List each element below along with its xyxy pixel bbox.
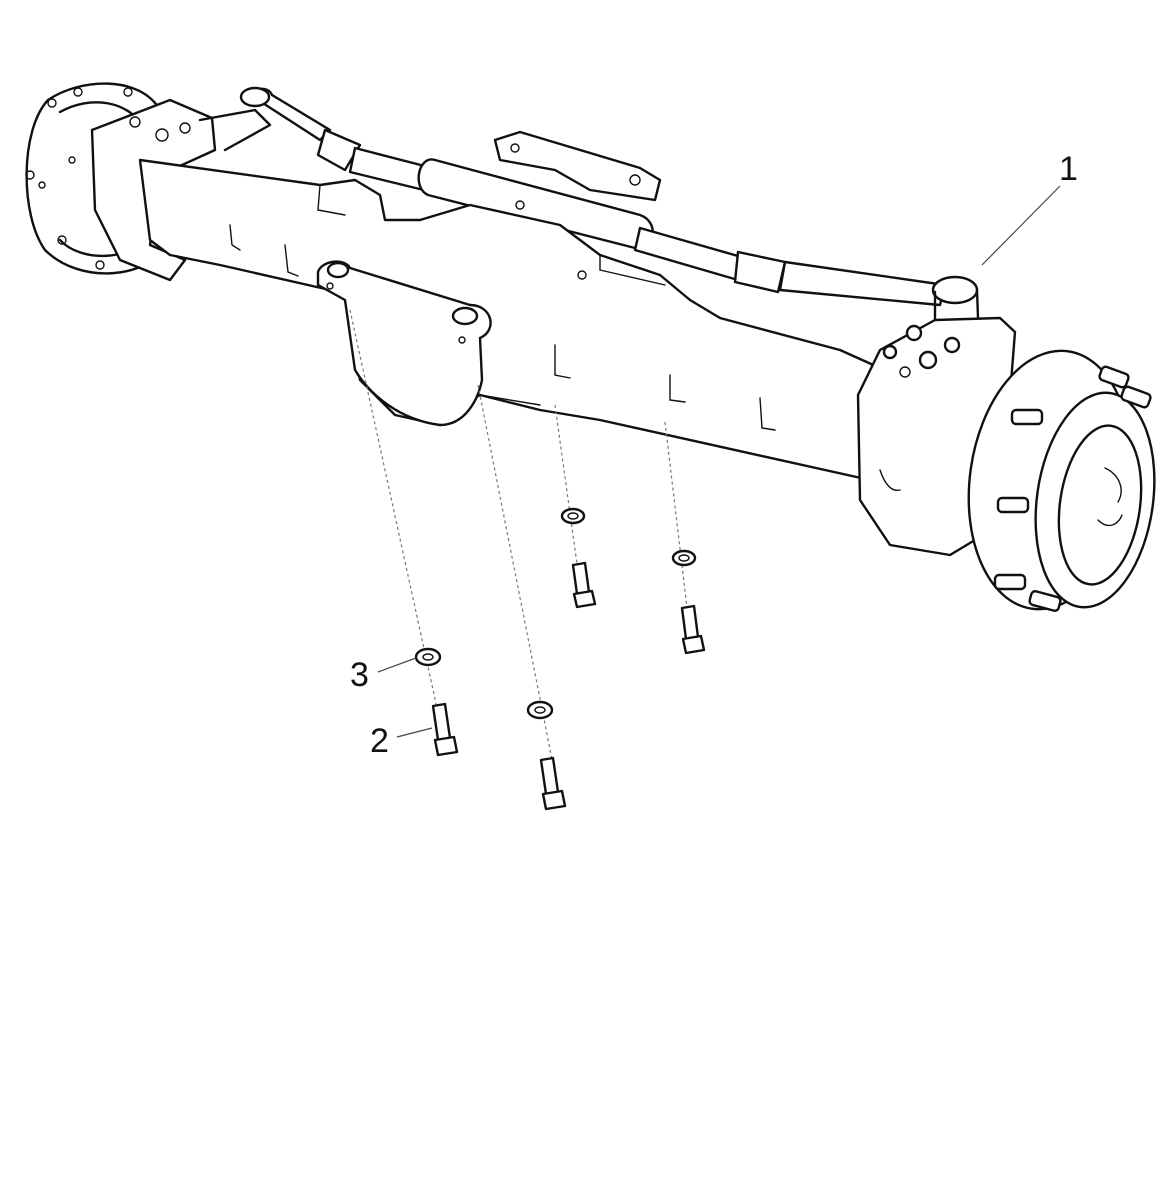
right-wheel-hub [967,349,1156,612]
washer [414,647,442,667]
washer [526,700,554,720]
callout-leaders [377,185,1061,738]
steering-cylinder [239,86,980,330]
leader-part-1 [981,185,1061,266]
callout-part-3: 3 [350,656,369,694]
bolts [431,561,706,811]
bolt [571,561,597,609]
callout-part-2: 2 [370,722,389,760]
washer [560,507,586,525]
bolt [680,604,706,655]
washer [671,549,697,567]
washers [414,507,697,720]
front-mounting-bracket [316,260,492,427]
bolt [539,756,567,811]
callout-part-1: 1 [1059,150,1078,188]
leader-part-3 [377,657,417,673]
bolt [431,702,459,757]
leader-part-2 [396,727,433,738]
center-pivot-bracket [493,130,662,202]
